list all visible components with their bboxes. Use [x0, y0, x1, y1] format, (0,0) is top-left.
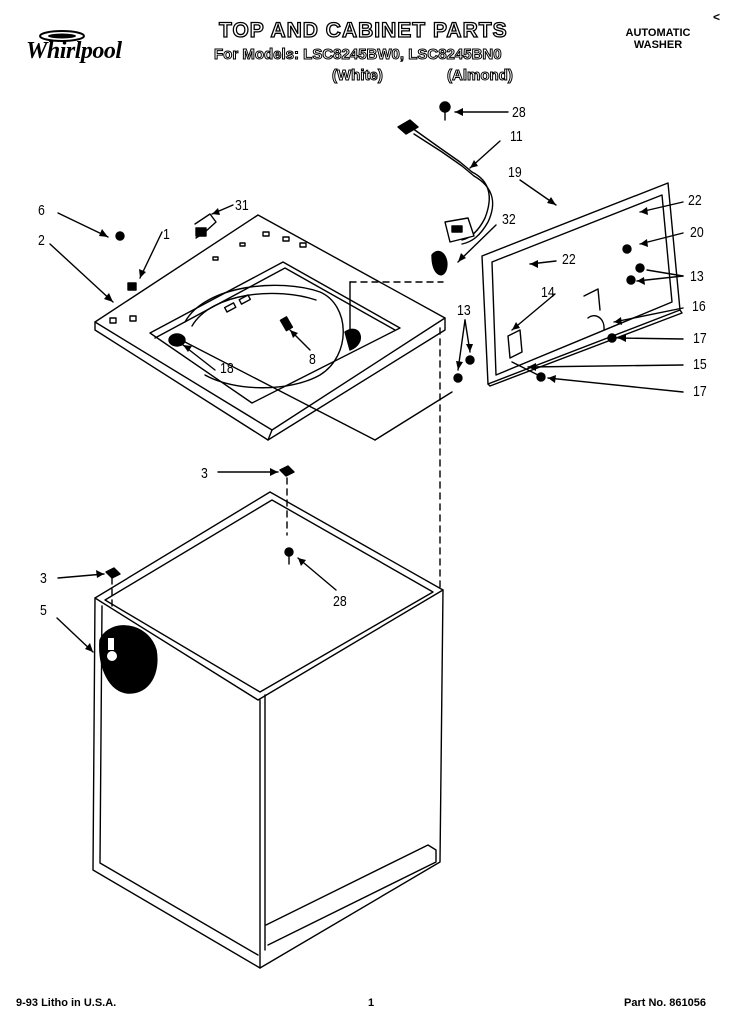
- callout-5: 5: [40, 602, 47, 619]
- callout-22-inner: 22: [562, 251, 576, 268]
- callout-14: 14: [541, 284, 555, 301]
- callout-28-top: 28: [512, 104, 526, 121]
- connector-line-3: [184, 341, 376, 441]
- bracket-31: [194, 213, 217, 239]
- callout-16: 16: [692, 298, 706, 315]
- callout-31: 31: [235, 197, 249, 214]
- callout-20: 20: [690, 224, 704, 241]
- callout-17-upper: 17: [693, 330, 707, 347]
- part-number: Part No. 861056: [624, 997, 706, 1009]
- callout-8: 8: [309, 351, 316, 368]
- models-line: For Models: LSC8245BW0, LSC8245BN0: [214, 46, 503, 64]
- callout-13-left: 13: [457, 302, 471, 319]
- callout-1: 1: [163, 226, 170, 243]
- washer-lid: [481, 182, 683, 387]
- lid-switch-harness: [397, 101, 494, 245]
- lid-latch: [431, 250, 448, 276]
- page-number: 1: [368, 997, 375, 1009]
- arrowheads: [85, 108, 648, 667]
- connector-line-2: [374, 391, 453, 441]
- leader-arrows: [49, 111, 684, 677]
- small-hardware: [115, 227, 645, 383]
- product-line-1: AUTOMATIC: [625, 27, 691, 39]
- corner-mark: <: [713, 10, 721, 24]
- callout-2: 2: [38, 232, 45, 249]
- logo-swoosh: [39, 30, 85, 42]
- callout-32: 32: [502, 211, 516, 228]
- hinge-rod-lower: [511, 361, 541, 377]
- washer-top: [94, 214, 446, 441]
- hinge-rod: [587, 314, 605, 331]
- callout-18: 18: [220, 360, 234, 377]
- callout-3-upper: 3: [201, 465, 208, 482]
- callout-11: 11: [510, 128, 523, 145]
- product-line-2: WASHER: [633, 39, 683, 51]
- callout-28-low: 28: [128, 671, 142, 688]
- washer-cabinet: [92, 465, 444, 969]
- product-type: AUTOMATIC WASHER: [618, 27, 698, 51]
- color-almond-label: (Almond): [447, 67, 514, 85]
- color-white-label: (White): [332, 67, 384, 85]
- callout-17-lower: 17: [693, 383, 707, 400]
- page-title: TOP AND CABINET PARTS: [218, 18, 508, 42]
- callout-15: 15: [693, 356, 707, 373]
- callout-6: 6: [38, 202, 45, 219]
- litho-note: 9-93 Litho in U.S.A.: [16, 997, 117, 1009]
- callout-19: 19: [508, 164, 522, 181]
- callout-22-right: 22: [688, 192, 702, 209]
- brand-logo-text: Whirlpool: [26, 38, 122, 64]
- callout-3-lower: 3: [40, 570, 47, 587]
- callout-13-right: 13: [690, 268, 704, 285]
- whirlpool-logo: Whirlpool: [22, 28, 150, 72]
- callout-28-mid: 28: [333, 593, 347, 610]
